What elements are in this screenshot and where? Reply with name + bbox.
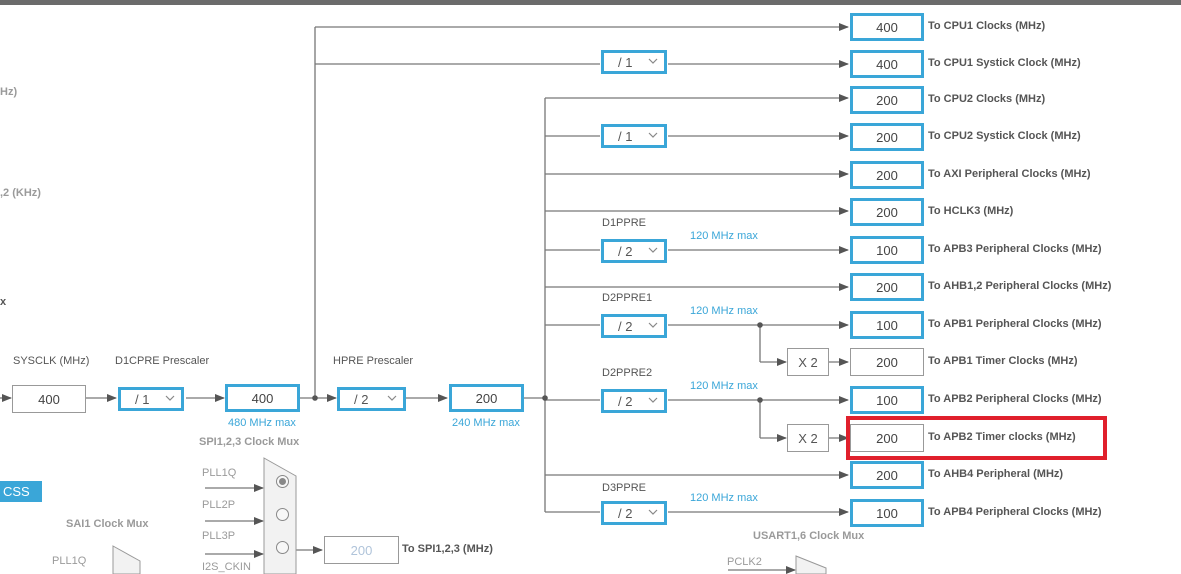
output-value[interactable]: 200 (850, 198, 924, 226)
d3ppre-max: 120 MHz max (690, 492, 758, 504)
sai-mux-shape (112, 545, 141, 574)
chevron-down-icon (648, 58, 658, 64)
chevron-down-icon (648, 247, 658, 253)
usart-mux-shape (795, 555, 827, 574)
sysclk-value[interactable]: 400 (12, 385, 86, 413)
cut-label-3: x (0, 296, 7, 308)
output-label: To AHB1,2 Peripheral Clocks (MHz) (928, 280, 1112, 292)
spi-mux-radio-1[interactable] (276, 475, 289, 488)
spi-out-label: To SPI1,2,3 (MHz) (402, 543, 493, 555)
d2ppre1-value: / 2 (618, 318, 633, 334)
hpre-select[interactable]: / 2 (337, 387, 406, 411)
output-value[interactable]: 100 (850, 236, 924, 264)
d2ppre2-label: D2PPRE2 (602, 367, 653, 379)
hclk-value[interactable]: 200 (449, 384, 524, 412)
output-label: To APB2 Timer clocks (MHz) (928, 431, 1076, 443)
output-label: To APB1 Peripheral Clocks (MHz) (928, 318, 1102, 330)
cut-label-1: Hz) (0, 86, 18, 98)
d1cpre-max: 480 MHz max (228, 417, 296, 429)
sai-mux-input-1: PLL1Q (52, 555, 87, 567)
d2ppre2-value: / 2 (618, 393, 633, 409)
output-value[interactable]: 400 (850, 50, 924, 78)
spi-mux-title: SPI1,2,3 Clock Mux (199, 436, 300, 448)
output-label: To HCLK3 (MHz) (928, 205, 1014, 217)
d1ppre-select[interactable]: / 2 (601, 239, 667, 263)
d2ppre1-select[interactable]: / 2 (601, 314, 667, 338)
spi-mux-radio-3[interactable] (276, 541, 289, 554)
d1cpre-select[interactable]: / 1 (118, 387, 184, 411)
cpu2-systick-select[interactable]: / 1 (601, 124, 667, 148)
chevron-down-icon (648, 397, 658, 403)
hpre-label: HPRE Prescaler (333, 355, 414, 367)
chevron-down-icon (648, 509, 658, 515)
d2ppre2-max: 120 MHz max (690, 380, 758, 392)
output-value[interactable]: 100 (850, 386, 924, 414)
output-label: To APB4 Peripheral Clocks (MHz) (928, 506, 1102, 518)
spi-out-value: 200 (324, 536, 399, 564)
sysclk-label: SYSCLK (MHz) (13, 355, 90, 367)
output-value[interactable]: 100 (850, 311, 924, 339)
output-label: To CPU1 Systick Clock (MHz) (928, 57, 1081, 69)
top-border (0, 0, 1181, 5)
output-value[interactable]: 400 (850, 13, 924, 41)
output-label: To APB1 Timer Clocks (MHz) (928, 355, 1078, 367)
hpre-value: / 2 (354, 391, 369, 407)
chevron-down-icon (387, 395, 397, 401)
spi-mux-input-4: I2S_CKIN (202, 561, 251, 573)
d1ppre-value: / 2 (618, 243, 633, 259)
usart-mux-title: USART1,6 Clock Mux (753, 530, 865, 542)
output-label: To CPU2 Systick Clock (MHz) (928, 130, 1081, 142)
output-label: To CPU1 Clocks (MHz) (928, 20, 1046, 32)
output-label: To AHB4 Peripheral (MHz) (928, 468, 1064, 480)
spi-mux-input-3: PLL3P (202, 530, 236, 542)
chevron-down-icon (648, 132, 658, 138)
output-label: To AXI Peripheral Clocks (MHz) (928, 168, 1091, 180)
cpu2-systick-value: / 1 (618, 128, 633, 144)
output-value[interactable]: 200 (850, 273, 924, 301)
output-label: To CPU2 Clocks (MHz) (928, 93, 1046, 105)
chevron-down-icon (165, 395, 175, 401)
spi-mux-input-1: PLL1Q (202, 467, 237, 479)
output-value[interactable]: 200 (850, 123, 924, 151)
d1cpre-value: / 1 (135, 391, 150, 407)
d1cpre-label: D1CPRE Prescaler (115, 355, 210, 367)
d3ppre-value: / 2 (618, 505, 633, 521)
highlight-apb2-timer (846, 416, 1107, 460)
output-value[interactable]: 200 (850, 161, 924, 189)
cpu1-systick-value: / 1 (618, 54, 633, 70)
css-button[interactable]: CSS (0, 481, 42, 502)
output-label: To APB3 Peripheral Clocks (MHz) (928, 243, 1102, 255)
usart-mux-input-1: PCLK2 (727, 556, 762, 568)
cpu1-systick-select[interactable]: / 1 (601, 50, 667, 74)
hpre-max: 240 MHz max (452, 417, 520, 429)
output-value[interactable]: 200 (850, 424, 924, 452)
output-label: To APB2 Peripheral Clocks (MHz) (928, 393, 1102, 405)
d2ppre1-label: D2PPRE1 (602, 292, 653, 304)
spi-mux-radio-2[interactable] (276, 508, 289, 521)
d2ppre1-max: 120 MHz max (690, 305, 758, 317)
output-value[interactable]: 200 (850, 348, 924, 376)
d1ppre-label: D1PPRE (602, 217, 647, 229)
d1ppre-max: 120 MHz max (690, 230, 758, 242)
d3ppre-label: D3PPRE (602, 482, 647, 494)
sai-mux-title: SAI1 Clock Mux (66, 518, 149, 530)
output-value[interactable]: 200 (850, 461, 924, 489)
d2ppre2-select[interactable]: / 2 (601, 389, 667, 413)
chevron-down-icon (648, 322, 658, 328)
spi-mux-input-2: PLL2P (202, 499, 236, 511)
apb2-timer-multiplier: X 2 (787, 424, 829, 452)
output-value[interactable]: 200 (850, 86, 924, 114)
d3ppre-select[interactable]: / 2 (601, 501, 667, 525)
d1cpre-out-value[interactable]: 400 (225, 384, 300, 412)
apb1-timer-multiplier: X 2 (787, 348, 829, 376)
output-value[interactable]: 100 (850, 499, 924, 527)
cut-label-2: ,2 (KHz) (0, 187, 41, 199)
